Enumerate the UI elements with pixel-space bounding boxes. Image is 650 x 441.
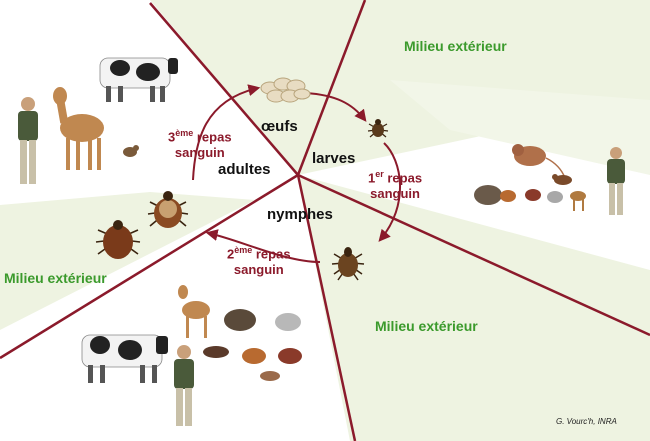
cycle-arrows	[192, 84, 401, 263]
image-credit: G. Vourc'h, INRA	[556, 417, 617, 426]
stage-label-adults: adultes	[218, 161, 271, 178]
stage-label-nymphs: nymphes	[267, 206, 333, 223]
tick-icon	[95, 220, 141, 259]
fox-icon	[500, 190, 516, 202]
zone-exterior-right	[390, 80, 650, 175]
pheasant-icon	[278, 348, 302, 364]
hedgehog-icon	[224, 309, 256, 331]
tick-icon	[367, 119, 389, 138]
meal-label-first: 1er repas sanguin	[368, 169, 423, 202]
hare-icon	[123, 145, 139, 157]
bird-icon	[552, 174, 572, 185]
zone-label-exterior-left: Milieu extérieur	[4, 270, 107, 286]
human-icon	[18, 97, 38, 184]
stage-label-larvae: larves	[312, 150, 356, 167]
squirrel-icon	[275, 313, 301, 331]
deer-icon	[53, 87, 104, 170]
meal-label-second: 2ème repas sanguin	[227, 245, 291, 278]
meal-label-third: 3ème repas sanguin	[168, 128, 232, 161]
human-icon	[607, 147, 625, 215]
stage-label-eggs: œufs	[261, 118, 298, 135]
rodent-icon	[260, 371, 280, 381]
pheasant-icon	[525, 189, 541, 201]
zone-exterior-bottom	[298, 175, 650, 441]
tick-icon	[147, 191, 189, 228]
cow-icon	[81, 334, 168, 383]
hedgehog-icon	[474, 185, 502, 205]
zone-exterior-left	[0, 192, 255, 330]
rodent-icon	[512, 144, 566, 179]
egg-cluster-icon	[260, 77, 311, 103]
deer-icon	[178, 285, 210, 338]
zone-label-exterior-top: Milieu extérieur	[404, 38, 507, 54]
deer-icon	[570, 191, 586, 211]
squirrel-icon	[547, 191, 563, 203]
zone-label-exterior-bottom: Milieu extérieur	[375, 318, 478, 334]
bird-icon	[203, 346, 229, 358]
human-icon	[174, 345, 194, 426]
cow-icon	[99, 57, 178, 102]
tick-icon	[331, 247, 365, 281]
hare-icon	[242, 348, 266, 364]
